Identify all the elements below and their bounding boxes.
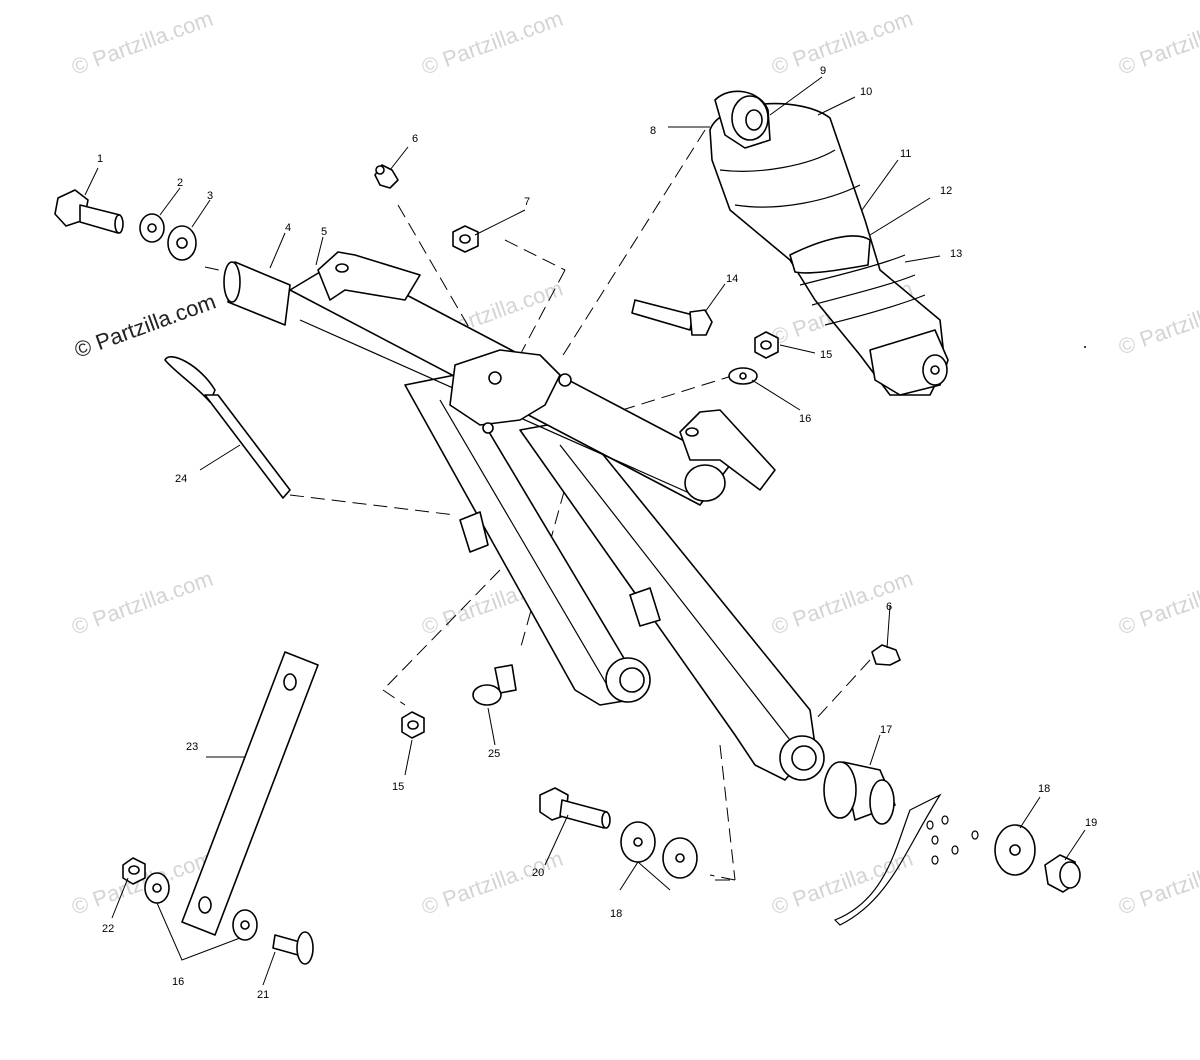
watermark: © Partzilla.com xyxy=(68,566,216,640)
callout-15-lower: 15 xyxy=(392,781,404,793)
shock-absorber xyxy=(709,90,949,396)
watermark: © Partzilla.com xyxy=(1115,846,1200,920)
part-6-grease-fitting xyxy=(374,164,399,189)
watermark: © Partzilla.com xyxy=(768,566,916,640)
callout-22: 22 xyxy=(102,923,114,935)
rail-arm-assembly xyxy=(289,251,825,781)
watermark-main: © Partzilla.com xyxy=(71,289,219,363)
shock-mount-bracket xyxy=(449,349,561,426)
callout-14: 14 xyxy=(726,273,738,285)
watermark: © Partzilla.com xyxy=(768,846,916,920)
tube-bracket-right xyxy=(679,409,776,491)
callout-6-lower: 6 xyxy=(886,601,892,613)
callout-5: 5 xyxy=(321,226,327,238)
watermark: © Partzilla.com xyxy=(1115,6,1200,80)
leader-lines xyxy=(84,76,1086,986)
callout-11: 11 xyxy=(900,148,911,160)
part-25-rivet xyxy=(472,664,517,706)
callout-23: 23 xyxy=(186,741,198,753)
part-17-spacer xyxy=(823,761,896,825)
watermark: © Partzilla.com xyxy=(1115,286,1200,360)
callout-20: 20 xyxy=(532,867,544,879)
part-18-washers xyxy=(620,821,698,879)
callout-17: 17 xyxy=(880,724,892,736)
callout-6: 6 xyxy=(412,133,418,145)
callout-16: 16 xyxy=(799,413,811,425)
callout-12: 12 xyxy=(940,185,952,197)
watermark: © Partzilla.com xyxy=(418,846,566,920)
callout-2: 2 xyxy=(177,177,183,189)
callout-18-right: 18 xyxy=(1038,783,1050,795)
part-2-washer xyxy=(139,213,165,243)
part-21-rivet xyxy=(272,931,314,965)
callout-1: 1 xyxy=(97,153,103,165)
decal-sheet xyxy=(833,793,979,926)
tube-bracket-left xyxy=(317,251,421,301)
callout-10: 10 xyxy=(860,86,872,98)
callout-8: 8 xyxy=(650,125,656,137)
spring-retainer xyxy=(789,235,871,274)
part-24-pin xyxy=(164,356,291,499)
callout-25: 25 xyxy=(488,748,500,760)
part-23-strap xyxy=(181,651,319,936)
tube-end xyxy=(684,464,726,502)
callout-18-lower: 18 xyxy=(610,908,622,920)
watermark: © Partzilla.com xyxy=(1115,566,1200,640)
part-16-washer-lower xyxy=(144,872,258,941)
callout-7: 7 xyxy=(524,196,530,208)
part-14-bolt xyxy=(631,299,713,336)
callout-4: 4 xyxy=(285,222,291,234)
watermark: © Partzilla.com xyxy=(68,6,216,80)
callout-16-lower: 16 xyxy=(172,976,184,988)
part-18-washer-right xyxy=(994,824,1036,876)
part-15-nut-lower xyxy=(401,711,425,739)
part-4-spacer xyxy=(223,261,291,326)
part-7-nut xyxy=(452,225,479,253)
callout-24: 24 xyxy=(175,473,187,485)
callout-3: 3 xyxy=(207,190,213,202)
callout-13: 13 xyxy=(950,248,962,260)
callout-9: 9 xyxy=(820,65,826,77)
part-20-bolt xyxy=(539,787,611,829)
part-6-grease-fitting-lower xyxy=(871,644,901,666)
part-22-nut xyxy=(122,857,146,885)
part-1-bolt xyxy=(54,189,124,234)
callout-21: 21 xyxy=(257,989,269,1001)
watermark: © Partzilla.com xyxy=(418,6,566,80)
part-15-nut xyxy=(754,331,779,359)
callout-labels: 1 2 3 4 5 6 6 7 8 9 10 11 12 13 14 15 15… xyxy=(97,65,1097,1001)
part-16-washer xyxy=(728,367,758,385)
stray-dot xyxy=(1084,346,1086,348)
watermark: © Partzilla.com xyxy=(768,6,916,80)
part-3-washer xyxy=(167,225,197,261)
callout-15: 15 xyxy=(820,349,832,361)
part-19-nut xyxy=(1044,854,1081,893)
callout-19: 19 xyxy=(1085,817,1097,829)
